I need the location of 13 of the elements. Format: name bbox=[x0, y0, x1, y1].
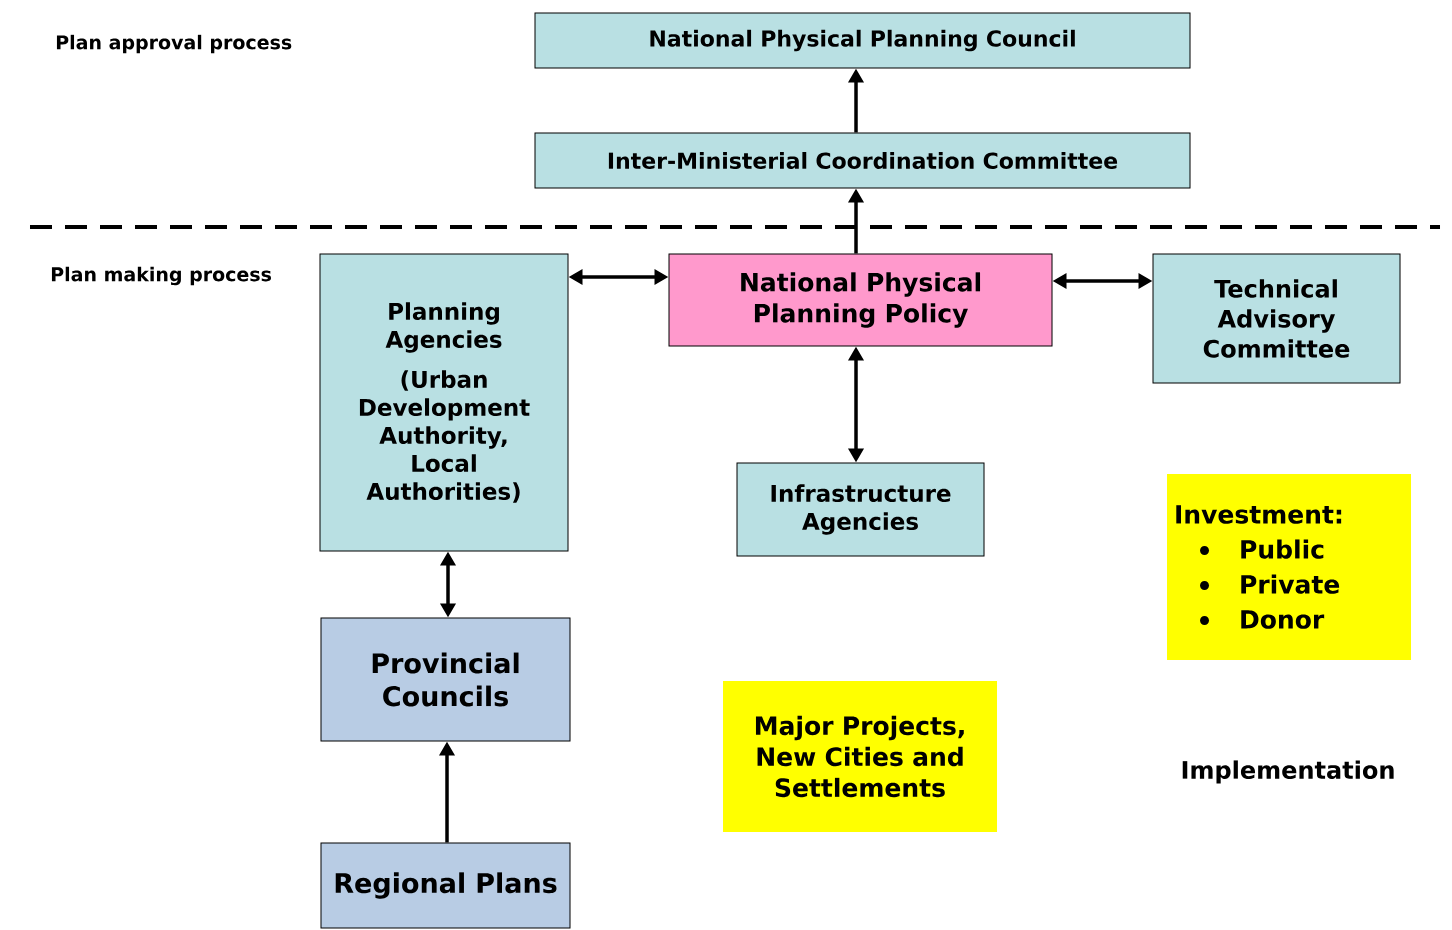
process-box: Regional Plans bbox=[320, 842, 571, 929]
process-box: Planning Agencies (Urban Development Authority, Local Authorities) bbox=[319, 253, 569, 552]
process-box: Infrastructure Agencies bbox=[736, 462, 985, 557]
section-label: Plan approval process bbox=[56, 34, 292, 54]
process-box: Provincial Councils bbox=[320, 617, 571, 742]
process-box: Technical Advisory Committee bbox=[1152, 253, 1401, 384]
process-box: National Physical Planning Council bbox=[534, 12, 1191, 69]
note-box: Major Projects, New Cities and Settlements bbox=[723, 681, 997, 832]
section-label: Plan making process bbox=[51, 266, 271, 286]
section-label: Implementation bbox=[1182, 760, 1394, 784]
policy-box: National Physical Planning Policy bbox=[668, 253, 1053, 347]
process-box: Inter-Ministerial Coordination Committee bbox=[534, 132, 1191, 189]
note-box: Investment: Public Private Donor bbox=[1167, 474, 1411, 660]
